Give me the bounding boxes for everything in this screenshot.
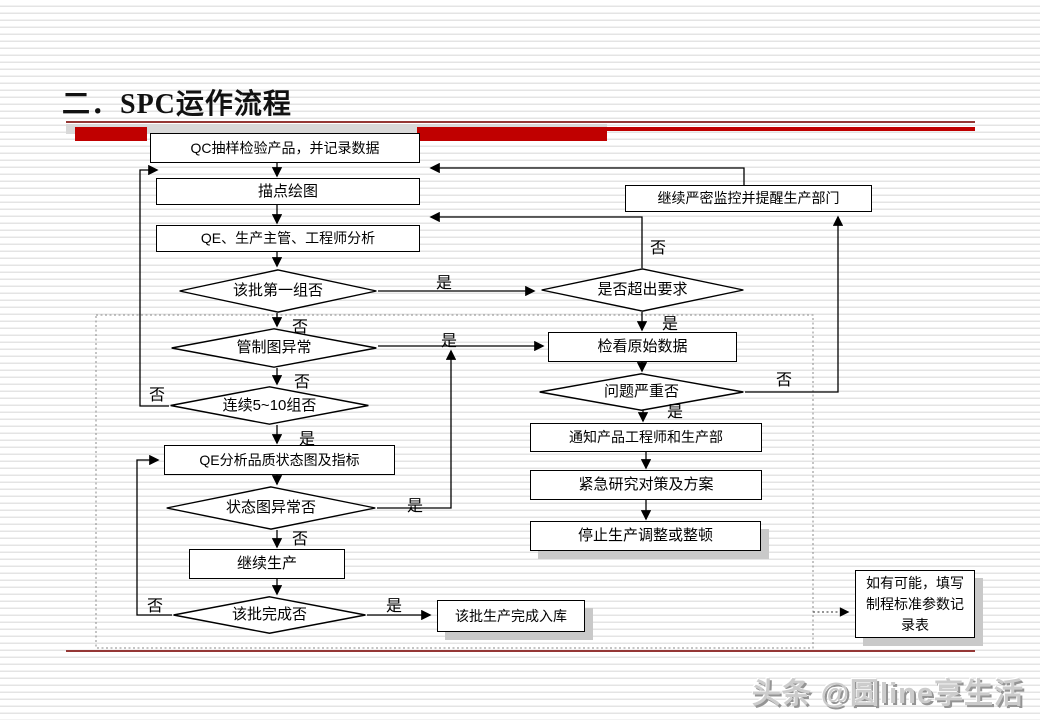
- diamond-shape: [172, 596, 367, 634]
- edge-label-no: 否: [149, 387, 166, 404]
- edge-label-yes: 是: [299, 431, 316, 448]
- decision-control-chart-abnormal: 管制图异常: [170, 328, 378, 368]
- diamond-shape: [165, 486, 377, 530]
- edge-label-no: 否: [292, 319, 309, 336]
- node-analysis: QE、生产主管、工程师分析: [156, 225, 420, 252]
- page-title: 二．SPC运作流程: [62, 89, 292, 120]
- node-label: 继续严密监控并提醒生产部门: [657, 190, 840, 207]
- edge-label-no: 否: [292, 531, 309, 548]
- node-notify-engineer: 通知产品工程师和生产部: [530, 423, 762, 452]
- node-continue-monitoring: 继续严密监控并提醒生产部门: [625, 185, 872, 212]
- node-label: 该批第一组否: [232, 282, 323, 299]
- node-stop-production: 停止生产调整或整顿: [530, 521, 761, 551]
- diamond-shape: [170, 328, 378, 368]
- edge-label-yes: 是: [441, 333, 458, 350]
- node-label: 该批完成否: [231, 606, 307, 623]
- edge-label-no: 否: [147, 598, 164, 615]
- title-red-bar-right: [417, 127, 607, 141]
- title-rule-line: [66, 121, 975, 123]
- edge-label-no: 否: [776, 372, 793, 389]
- node-label: QE、生产主管、工程师分析: [200, 230, 376, 247]
- decision-status-chart-abnormal: 状态图异常否: [165, 486, 377, 530]
- edge-label-yes: 是: [667, 404, 684, 421]
- diamond-shape: [169, 386, 370, 425]
- edge-label-yes: 是: [662, 316, 679, 333]
- node-emergency-countermeasure: 紧急研究对策及方案: [530, 470, 762, 500]
- diamond-shape: [178, 269, 378, 313]
- edge-label-no: 否: [294, 374, 311, 391]
- node-qe-status-analysis: QE分析品质状态图及指标: [164, 445, 395, 475]
- node-label: 是否超出要求: [597, 281, 688, 298]
- node-label: 紧急研究对策及方案: [578, 476, 714, 493]
- footer-rule-line: [66, 650, 975, 652]
- node-label: 状态图异常否: [225, 499, 316, 516]
- decision-problem-serious: 问题严重否: [538, 373, 745, 411]
- decision-exceed-requirement: 是否超出要求: [540, 268, 745, 312]
- decision-consecutive-groups: 连续5~10组否: [169, 386, 370, 425]
- node-check-raw-data: 检看原始数据: [548, 332, 737, 362]
- node-label: 如有可能，填写制程标准参数记录表: [866, 574, 964, 633]
- title-red-line-thin: [607, 127, 975, 131]
- diamond-shape: [538, 373, 745, 411]
- node-label: 通知产品工程师和生产部: [569, 429, 723, 446]
- decision-batch-complete: 该批完成否: [172, 596, 367, 634]
- diamond-shape: [540, 268, 745, 312]
- dotted-region-frame: [95, 314, 814, 649]
- node-label: QC抽样检验产品，并记录数据: [190, 139, 380, 156]
- edge-label-yes: 是: [386, 598, 403, 615]
- node-label: 问题严重否: [603, 383, 679, 400]
- node-label: 继续生产: [236, 555, 297, 572]
- node-label: 连续5~10组否: [222, 396, 317, 414]
- node-label: 检看原始数据: [597, 338, 688, 355]
- title-gray-band: [66, 124, 607, 134]
- edge-label-yes: 是: [436, 275, 453, 292]
- node-batch-stored: 该批生产完成入库: [437, 600, 585, 632]
- node-label: 该批生产完成入库: [455, 607, 567, 624]
- title-red-bar-left: [75, 127, 147, 141]
- node-label: 停止生产调整或整顿: [577, 527, 713, 544]
- node-label: 管制图异常: [236, 339, 312, 356]
- node-fill-parameter-record: 如有可能，填写制程标准参数记录表: [855, 570, 975, 638]
- node-label: 描点绘图: [257, 182, 318, 200]
- edge-label-yes: 是: [407, 498, 424, 515]
- node-qc-sampling: QC抽样检验产品，并记录数据: [150, 133, 420, 163]
- decision-first-group: 该批第一组否: [178, 269, 378, 313]
- watermark: 头条 @圆line享生活: [751, 678, 1024, 710]
- node-continue-production: 继续生产: [189, 549, 345, 579]
- node-label: QE分析品质状态图及指标: [199, 451, 360, 468]
- edge-label-no: 否: [650, 240, 667, 257]
- node-plot-points: 描点绘图: [156, 178, 420, 205]
